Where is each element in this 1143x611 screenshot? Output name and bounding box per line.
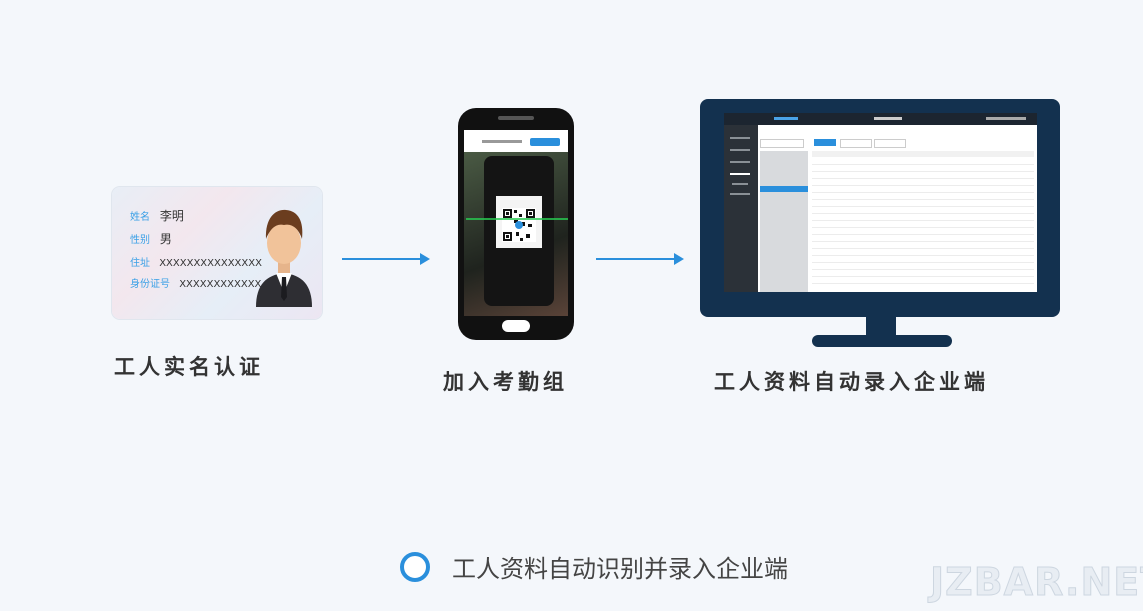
arrow-right-icon (342, 253, 430, 265)
arrow-right-icon (596, 253, 684, 265)
id-address-value: XXXXXXXXXXXXXXX (159, 258, 262, 269)
id-address-label: 住址 (130, 258, 150, 269)
phone-home-button (502, 320, 530, 332)
id-number-value: XXXXXXXXXXXX (179, 279, 262, 290)
qr-code-icon (496, 196, 542, 248)
admin-secondary-button (840, 139, 872, 148)
admin-sidebar (724, 125, 758, 292)
admin-table-rows (812, 158, 1034, 288)
monitor-stand (866, 316, 896, 338)
id-gender-label: 性别 (130, 235, 150, 246)
step-1-label: 工人实名认证 (114, 355, 264, 379)
admin-tree-panel (760, 151, 808, 292)
id-gender-value: 男 (159, 232, 172, 246)
id-gender-row: 性别 男 (130, 230, 172, 247)
admin-search-box (760, 139, 804, 148)
monitor-screen (724, 113, 1037, 292)
phone-image (458, 108, 574, 340)
phone-app-header (464, 130, 568, 152)
circle-bullet-icon (400, 552, 430, 582)
id-number-row: 身份证号 XXXXXXXXXXXX (130, 275, 261, 290)
admin-secondary-button (874, 139, 906, 148)
id-name-label: 姓名 (130, 212, 150, 223)
id-name-row: 姓名 李明 (130, 207, 184, 224)
phone-screen (464, 130, 568, 316)
scanned-phone (466, 156, 568, 306)
id-name-value: 李明 (159, 209, 184, 223)
avatar-icon (256, 209, 312, 307)
admin-table-header (812, 151, 1034, 157)
id-card-image: 姓名 李明 性别 男 住址 XXXXXXXXXXXXXXX 身份证号 XXXXX… (112, 187, 322, 319)
id-address-row: 住址 XXXXXXXXXXXXXXX (130, 254, 262, 269)
monitor-image (700, 99, 1060, 317)
monitor-base (812, 335, 952, 347)
admin-tree-selected (760, 186, 808, 192)
admin-primary-button (814, 139, 836, 146)
phone-speaker (498, 116, 534, 120)
footer-caption: 工人资料自动识别并录入企业端 (452, 555, 788, 583)
scan-line (466, 218, 568, 220)
admin-topbar (724, 113, 1037, 125)
watermark: JZBAR.NET (929, 560, 1143, 605)
step-2-label: 加入考勤组 (443, 370, 568, 394)
id-number-label: 身份证号 (130, 279, 170, 290)
step-3-label: 工人资料自动录入企业端 (714, 370, 989, 394)
